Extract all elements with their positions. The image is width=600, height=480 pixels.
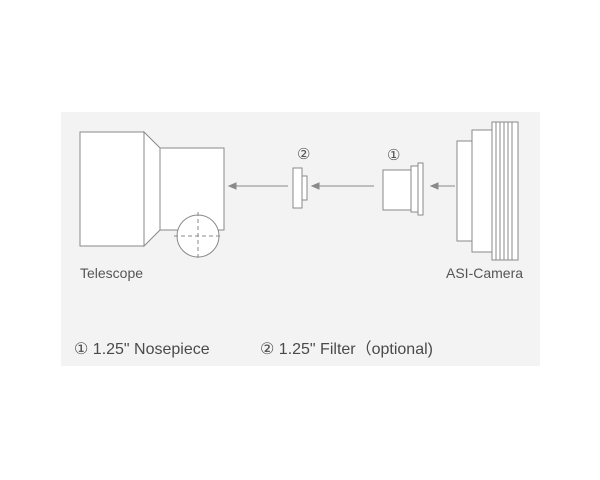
camera-label: ASI-Camera (446, 265, 523, 281)
marker-1: ① (387, 147, 400, 164)
arrow-to-nosepiece (429, 182, 455, 190)
telescope-label: Telescope (80, 265, 143, 281)
legend-nosepiece: ① 1.25" Nosepiece (74, 341, 210, 358)
marker-2: ② (297, 146, 310, 163)
telescope-drawing (79, 130, 225, 260)
focuser-knob (174, 212, 222, 260)
nosepiece-drawing (382, 162, 424, 216)
arrow-to-telescope (227, 182, 288, 190)
arrow-to-filter (310, 182, 374, 190)
camera-drawing (456, 121, 519, 261)
legend-filter: ② 1.25" Filter（optional) (260, 340, 433, 358)
filter-drawing (292, 167, 308, 209)
